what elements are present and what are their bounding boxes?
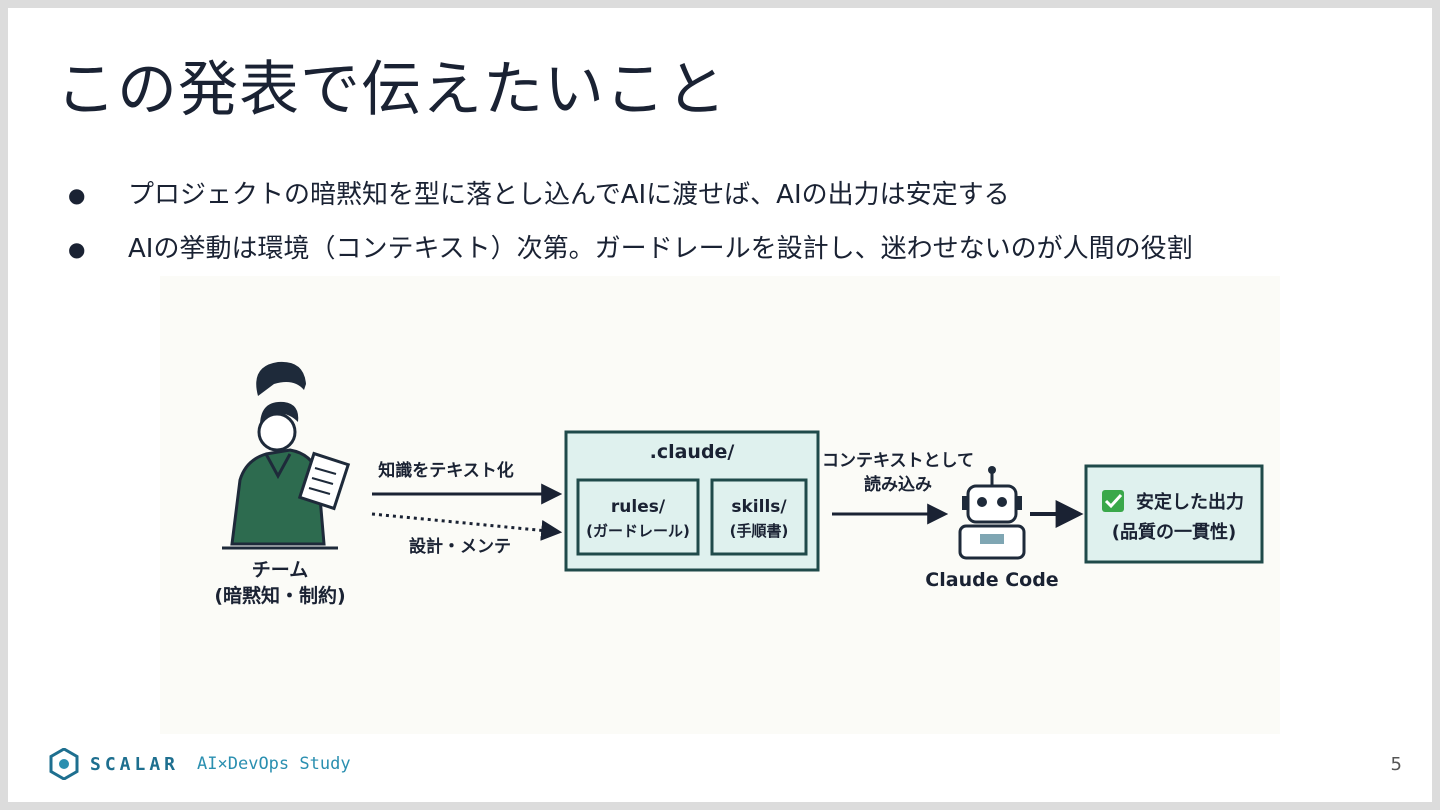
output-box (1084, 464, 1264, 564)
team-person-icon (222, 361, 351, 550)
diagram-svg: チーム (暗黙知・制約) 知識をテキスト化 設計・メンテ .claude/ ru… (214, 361, 1264, 607)
footer-logo: SCALAR AI×DevOps Study (48, 748, 351, 780)
agent-label: Claude Code (925, 569, 1058, 591)
robot-icon (958, 466, 1026, 560)
bullet-text: プロジェクトの暗黙知を型に落とし込んでAIに渡せば、AIの出力は安定する (128, 180, 1010, 210)
brand-name: SCALAR (90, 753, 180, 775)
arrow-top-label: 知識をテキスト化 (377, 460, 514, 481)
skills-box (710, 478, 808, 556)
bullet-item: ● プロジェクトの暗黙知を型に落とし込んでAIに渡せば、AIの出力は安定する (68, 168, 1193, 222)
bullet-text: AIの挙動は環境（コンテキスト）次第。ガードレールを設計し、迷わせないのが人間の… (128, 234, 1193, 264)
bullet-dot-icon: ● (68, 183, 86, 207)
bullet-dot-icon: ● (68, 237, 86, 261)
rules-box (576, 478, 700, 556)
arrow-maintain (371, 512, 563, 541)
check-icon (1102, 490, 1124, 512)
bullet-list: ● プロジェクトの暗黙知を型に落とし込んでAIに渡せば、AIの出力は安定する ●… (68, 168, 1193, 276)
claude-folder-title: .claude/ (650, 441, 735, 463)
diagram-figure: チーム (暗黙知・制約) 知識をテキスト化 設計・メンテ .claude/ ru… (160, 276, 1280, 734)
slide: この発表で伝えたいこと ● プロジェクトの暗黙知を型に落とし込んでAIに渡せば、… (8, 8, 1432, 802)
rules-label: rules/ (611, 497, 666, 517)
output-sublabel: (品質の一貫性) (1112, 521, 1236, 543)
slide-title: この発表で伝えたいこと (56, 55, 727, 125)
skills-sublabel: (手順書) (730, 522, 789, 540)
study-name: AI×DevOps Study (197, 754, 351, 774)
context-label-1: コンテキストとして (822, 451, 974, 471)
arrow-bottom-label: 設計・メンテ (409, 536, 511, 557)
bullet-item: ● AIの挙動は環境（コンテキスト）次第。ガードレールを設計し、迷わせないのが人… (68, 222, 1193, 276)
team-sublabel: (暗黙知・制約) (214, 584, 345, 607)
skills-label: skills/ (731, 497, 787, 517)
page-number: 5 (1390, 754, 1402, 775)
context-label-2: 読み込み (864, 474, 932, 495)
output-label: 安定した出力 (1136, 491, 1244, 513)
rules-sublabel: (ガードレール) (586, 522, 690, 540)
scalar-logo-icon (49, 748, 79, 780)
team-label: チーム (252, 559, 308, 581)
